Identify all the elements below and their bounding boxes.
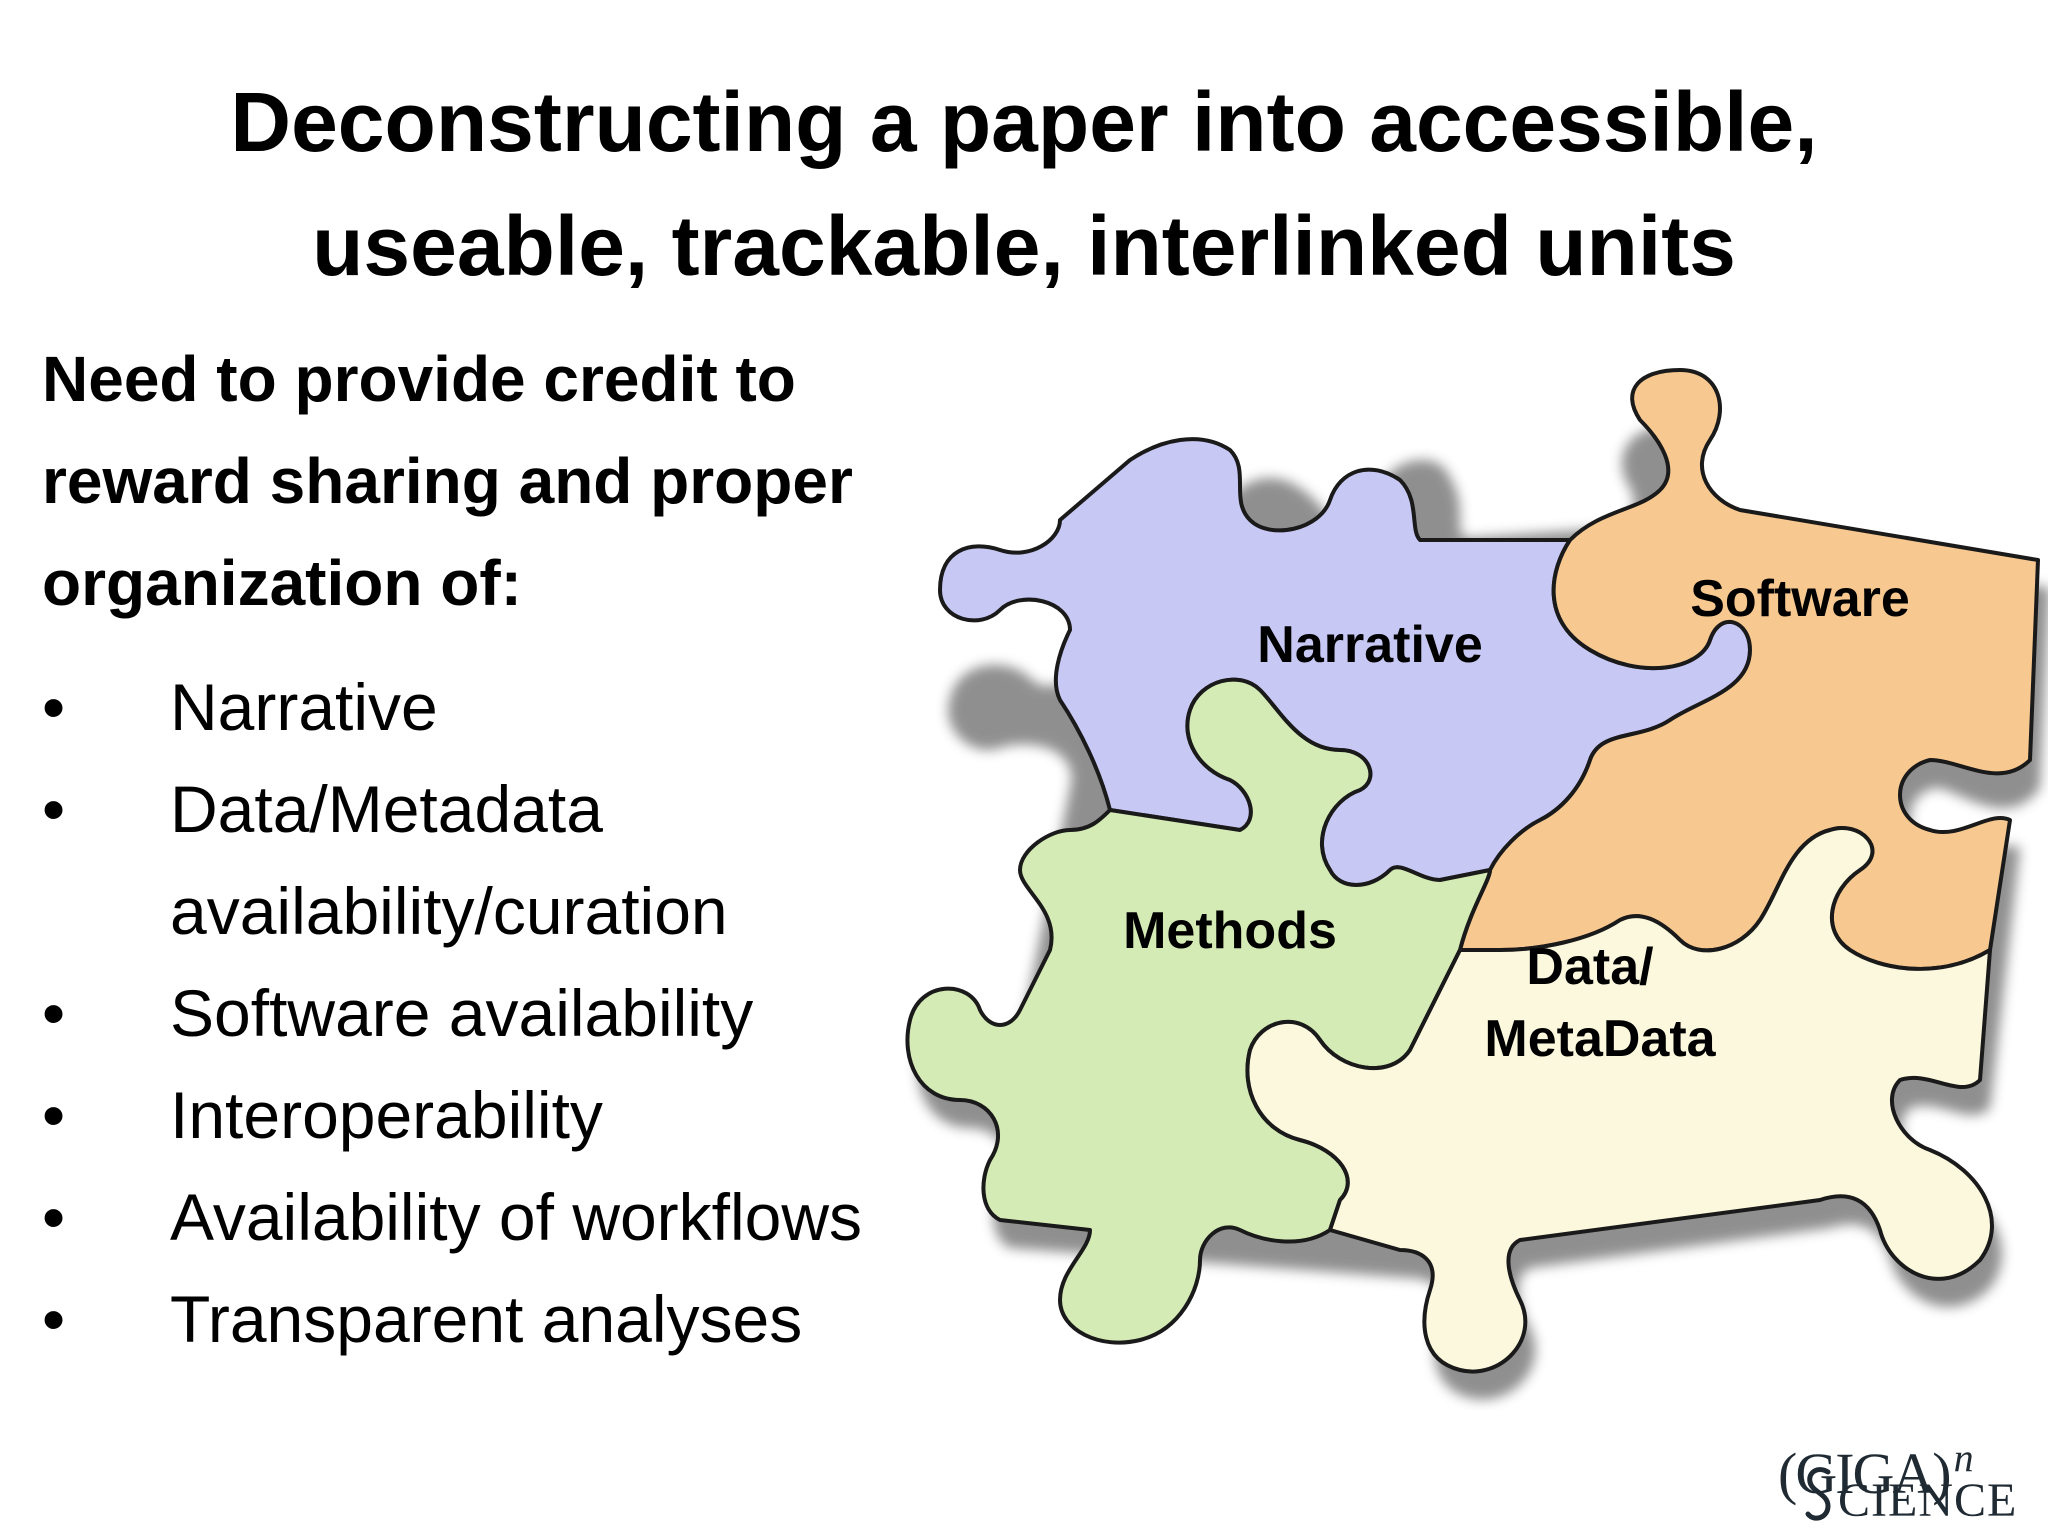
bullet-item-transparent-analyses: • Transparent analyses	[42, 1268, 1082, 1370]
puzzle-piece-data-metadata	[1245, 826, 1994, 1374]
bullet-marker: •	[42, 976, 66, 1050]
bullet-text: Narrative	[170, 670, 438, 744]
bullet-text: Transparent analyses	[170, 1282, 803, 1356]
bullet-marker: •	[42, 1282, 66, 1356]
logo-top-text: (GIGA)n	[1778, 1428, 1974, 1506]
slide-title-line-1: Deconstructing a paper into accessible,	[230, 75, 1818, 169]
puzzle-illustration: Narrative Software Methods Data/ MetaDat…	[905, 368, 2048, 1400]
bullet-text-continued: availability/curation	[170, 874, 728, 948]
logo-superscript: n	[1953, 1435, 1974, 1480]
logo-giga: (GIGA)	[1778, 1441, 1952, 1506]
puzzle-label-data: Data/	[1526, 938, 1653, 996]
intro-text: Need to provide credit to reward sharing…	[42, 328, 1042, 634]
bullet-item-workflows: • Availability of workflows	[42, 1166, 1082, 1268]
bullet-text: Availability of workflows	[170, 1180, 863, 1254]
logo-bottom-text: CIENCE	[1838, 1474, 2018, 1527]
puzzle-label-software: Software	[1690, 570, 1910, 628]
puzzle-label-methods: Methods	[1123, 902, 1337, 960]
bullet-text: Data/Metadata	[170, 772, 603, 846]
bullet-text: Interoperability	[170, 1078, 603, 1152]
slide-title: Deconstructing a paper into accessible, …	[0, 60, 2048, 308]
bullet-item-interoperability: • Interoperability	[42, 1064, 1082, 1166]
bullet-marker: •	[42, 1078, 66, 1152]
gigascience-logo: (GIGA)n CIENCE	[1738, 1424, 2038, 1528]
intro-line-3: organization of:	[42, 547, 522, 619]
bullet-list: • Narrative • Data/Metadata availability…	[42, 656, 1082, 1370]
bullet-item-data-metadata: • Data/Metadata availability/curation	[42, 758, 1082, 962]
puzzle-label-metadata: MetaData	[1484, 1010, 1716, 1068]
logo-s-mark-icon	[1805, 1467, 1831, 1521]
bullet-marker: •	[42, 670, 66, 744]
bullet-item-software: • Software availability	[42, 962, 1082, 1064]
bullet-marker: •	[42, 1180, 66, 1254]
slide-title-line-2: useable, trackable, interlinked units	[312, 199, 1736, 293]
bullet-marker: •	[42, 772, 66, 846]
bullet-text: Software availability	[170, 976, 754, 1050]
intro-line-2: reward sharing and proper	[42, 445, 853, 517]
puzzle-label-narrative: Narrative	[1257, 616, 1482, 674]
bullet-item-narrative: • Narrative	[42, 656, 1082, 758]
intro-line-1: Need to provide credit to	[42, 343, 796, 415]
